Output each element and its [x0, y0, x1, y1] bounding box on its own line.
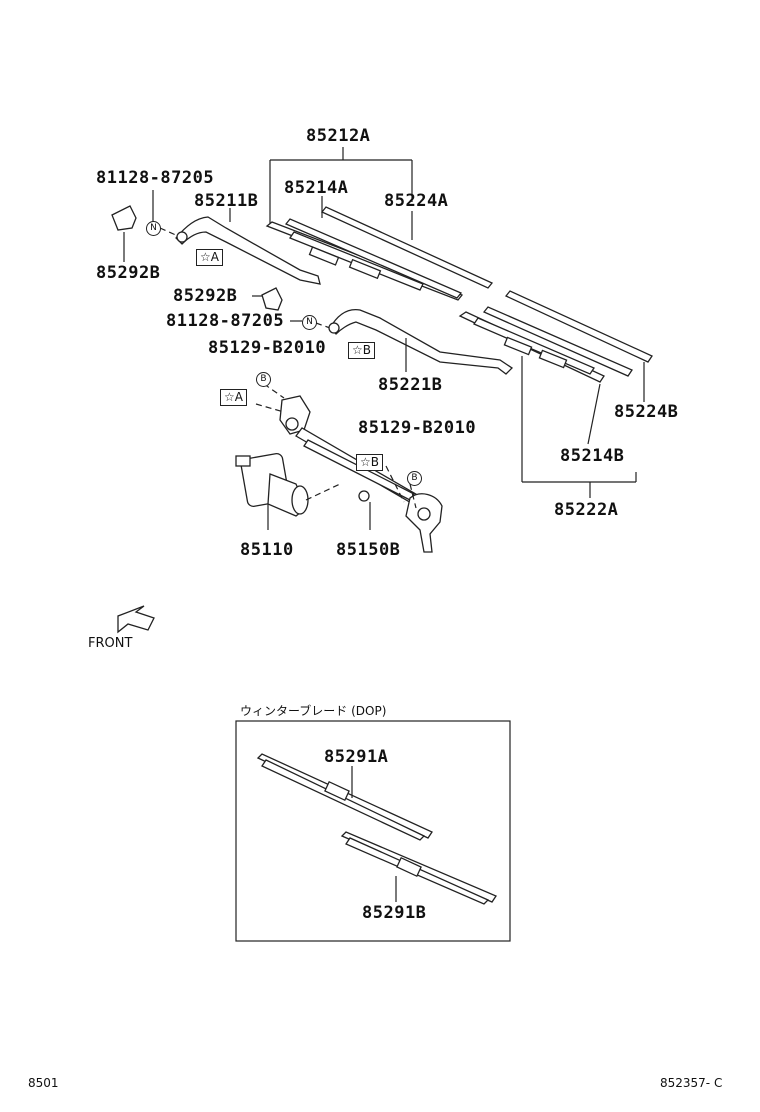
part-label-85110: 85110	[240, 540, 294, 560]
arm-85221B	[328, 308, 514, 375]
part-label-85292B-upper: 85292B	[96, 263, 161, 283]
part-label-85291B: 85291B	[362, 903, 427, 923]
star-marker-b-lower: ☆B	[356, 454, 383, 472]
bracket-85212A	[269, 147, 413, 240]
part-label-85129-B2010-upper: 85129-B2010	[208, 338, 327, 358]
motor-85110	[235, 453, 309, 517]
illustration-number: 852357- C	[660, 1076, 723, 1090]
rubber-85224A	[320, 206, 494, 289]
front-label: FRONT	[88, 636, 133, 651]
star-marker-a-upper: ☆A	[196, 249, 223, 267]
part-label-85150B: 85150B	[336, 540, 401, 560]
part-label-81128-87205-upper: 81128-87205	[96, 168, 215, 188]
part-label-85212A: 85212A	[306, 126, 371, 146]
star-marker-a-lower: ☆A	[220, 389, 247, 407]
blade-85214B	[458, 306, 633, 383]
bracket-85222A	[521, 356, 637, 498]
cap-85292B-1	[111, 205, 137, 231]
part-label-85222A: 85222A	[554, 500, 619, 520]
arm-85211B	[175, 216, 321, 285]
page-code-left: 8501	[28, 1076, 59, 1090]
part-label-85224A: 85224A	[384, 191, 449, 211]
bolt-marker-b-lower: B	[407, 471, 422, 486]
nut-marker-n-upper: N	[146, 221, 161, 236]
star-marker-b-upper: ☆B	[348, 342, 375, 360]
bolt-marker-b-upper: B	[256, 372, 271, 387]
blade-85291A	[256, 753, 433, 841]
blade-85291B	[340, 831, 497, 905]
front-arrow-icon	[117, 605, 155, 634]
blade-85214A	[265, 218, 464, 301]
nut-marker-n-lower: N	[302, 315, 317, 330]
inset-box	[235, 720, 511, 942]
part-label-85211B: 85211B	[194, 191, 259, 211]
part-label-85214B: 85214B	[560, 446, 625, 466]
part-label-85291A: 85291A	[324, 747, 389, 767]
rubber-85224B	[504, 290, 653, 363]
part-label-85224B: 85224B	[614, 402, 679, 422]
inset-title: ウィンターブレード (DOP)	[240, 704, 387, 718]
part-label-85129-B2010-lower: 85129-B2010	[358, 418, 477, 438]
part-label-81128-87205-lower: 81128-87205	[166, 311, 285, 331]
part-label-85214A: 85214A	[284, 178, 349, 198]
part-label-85221B: 85221B	[378, 375, 443, 395]
cap-85292B-2	[261, 287, 283, 311]
part-label-85292B-mid: 85292B	[173, 286, 238, 306]
